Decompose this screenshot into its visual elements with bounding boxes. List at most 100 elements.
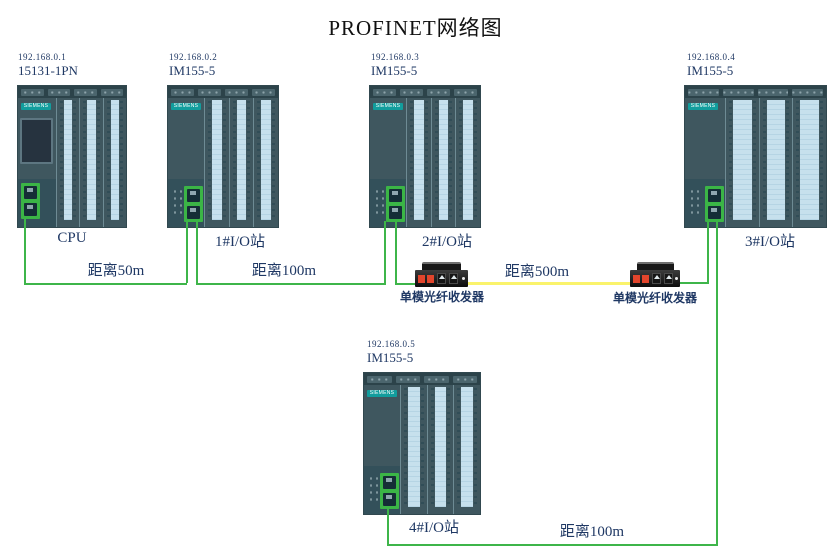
siemens-logo: SIEMENS	[21, 103, 51, 110]
device-caption: 192.168.0.4 IM155-5	[687, 52, 735, 79]
connection-line-cpu-drop	[24, 219, 26, 283]
rj45-port	[437, 273, 446, 284]
converter-lid	[636, 262, 674, 270]
io-module-panel	[733, 100, 752, 220]
cpu-display-screen	[20, 118, 53, 164]
profinet-port-block	[21, 183, 40, 219]
io-module-panel	[463, 100, 474, 220]
connection-line-io4-drop	[387, 508, 389, 546]
device-caption: 192.168.0.1 15131-1PN	[18, 52, 78, 79]
fiber-port	[633, 274, 640, 283]
io-module	[228, 98, 254, 227]
connection-line-io3-drop-left	[707, 221, 709, 284]
io-module	[102, 98, 126, 227]
device-top-vents	[18, 86, 126, 98]
connection-line-io1-to-io2	[196, 283, 386, 285]
ethernet-port	[708, 189, 721, 203]
connector-grid	[689, 188, 702, 215]
connection-line-io1-drop-right	[196, 221, 198, 283]
io-module	[204, 98, 229, 227]
device-io-station-4: SIEMENS	[363, 372, 481, 515]
device-io-station-3: SIEMENS	[684, 85, 827, 228]
interface-module: SIEMENS	[168, 98, 204, 227]
model-label: IM155-5	[169, 63, 216, 78]
converter-lid	[421, 262, 462, 270]
connection-line-converter2-out	[680, 282, 709, 284]
rj45-port	[449, 273, 458, 284]
model-label: IM155-5	[371, 63, 418, 78]
device-top-vents	[370, 86, 480, 98]
connection-line-io2-drop-left	[384, 221, 386, 283]
ip-address: 192.168.0.5	[367, 339, 416, 349]
interface-module: SIEMENS	[364, 385, 400, 514]
led-indicator	[675, 277, 678, 280]
distance-label: 距离50m	[87, 263, 145, 279]
ip-address: 192.168.0.4	[687, 52, 736, 62]
station-label: 4#I/O站	[409, 520, 459, 536]
device-io-station-2: SIEMENS	[369, 85, 481, 228]
fiber-converter-2	[630, 262, 680, 287]
io-module-panel	[414, 100, 424, 220]
ethernet-port	[389, 205, 402, 219]
rj45-port	[664, 273, 673, 284]
diagram-title: PROFINET网络图	[328, 16, 503, 40]
connector-grid	[368, 475, 381, 502]
rj45-port	[652, 273, 661, 284]
station-label: CPU	[57, 230, 87, 246]
interface-module: SIEMENS	[685, 98, 725, 227]
io-module	[400, 385, 427, 514]
connection-line-io1-drop-left	[186, 221, 188, 283]
io-module	[758, 98, 793, 227]
io-module-panel	[87, 100, 96, 220]
siemens-logo: SIEMENS	[373, 103, 403, 110]
profinet-port-block	[380, 473, 399, 509]
connection-line-io2-drop-right	[395, 221, 397, 283]
model-label: IM155-5	[687, 63, 734, 78]
io-module	[426, 385, 454, 514]
station-label: 2#I/O站	[422, 234, 472, 250]
device-top-vents	[168, 86, 278, 98]
io-module	[455, 98, 480, 227]
io-module	[792, 98, 826, 227]
io-module-panel	[438, 100, 449, 220]
fiber-port	[418, 274, 425, 283]
ethernet-port	[24, 186, 37, 200]
connection-line-io2-to-converter1	[395, 283, 416, 285]
ethernet-port	[389, 189, 402, 203]
io-module-panel	[766, 100, 786, 220]
ethernet-port	[24, 202, 37, 216]
io-module	[406, 98, 431, 227]
connection-line-io4-to-io3	[387, 544, 718, 546]
connection-line-io3-drop-long	[716, 221, 718, 546]
ip-address: 192.168.0.1	[18, 52, 67, 62]
fiber-port	[642, 274, 649, 283]
io-module	[56, 98, 79, 227]
io-module	[79, 98, 102, 227]
distance-label: 距离100m	[251, 263, 317, 279]
connector-grid	[374, 188, 387, 215]
io-module-panel	[800, 100, 820, 220]
im-lower-panel	[168, 179, 204, 227]
device-caption: 192.168.0.3 IM155-5	[371, 52, 419, 79]
profinet-port-block	[705, 186, 724, 222]
io-module	[430, 98, 456, 227]
ip-address: 192.168.0.3	[371, 52, 420, 62]
io-module-panel	[212, 100, 222, 220]
fiber-line-converter1-to-converter2	[467, 282, 630, 285]
device-io-station-1: SIEMENS	[167, 85, 279, 228]
interface-module: SIEMENS	[370, 98, 406, 227]
fiber-port	[427, 274, 434, 283]
connector-grid	[172, 188, 185, 215]
distance-label: 距离100m	[559, 524, 625, 540]
siemens-logo: SIEMENS	[171, 103, 201, 110]
ip-address: 192.168.0.2	[169, 52, 218, 62]
led-indicator	[462, 277, 465, 280]
converter-label: 单模光纤收发器	[612, 291, 697, 305]
device-top-vents	[685, 86, 826, 98]
profinet-port-block	[184, 186, 203, 222]
io-module-panel	[461, 387, 474, 507]
converter-label: 单模光纤收发器	[399, 290, 484, 304]
ethernet-port	[187, 205, 200, 219]
io-module	[253, 98, 278, 227]
